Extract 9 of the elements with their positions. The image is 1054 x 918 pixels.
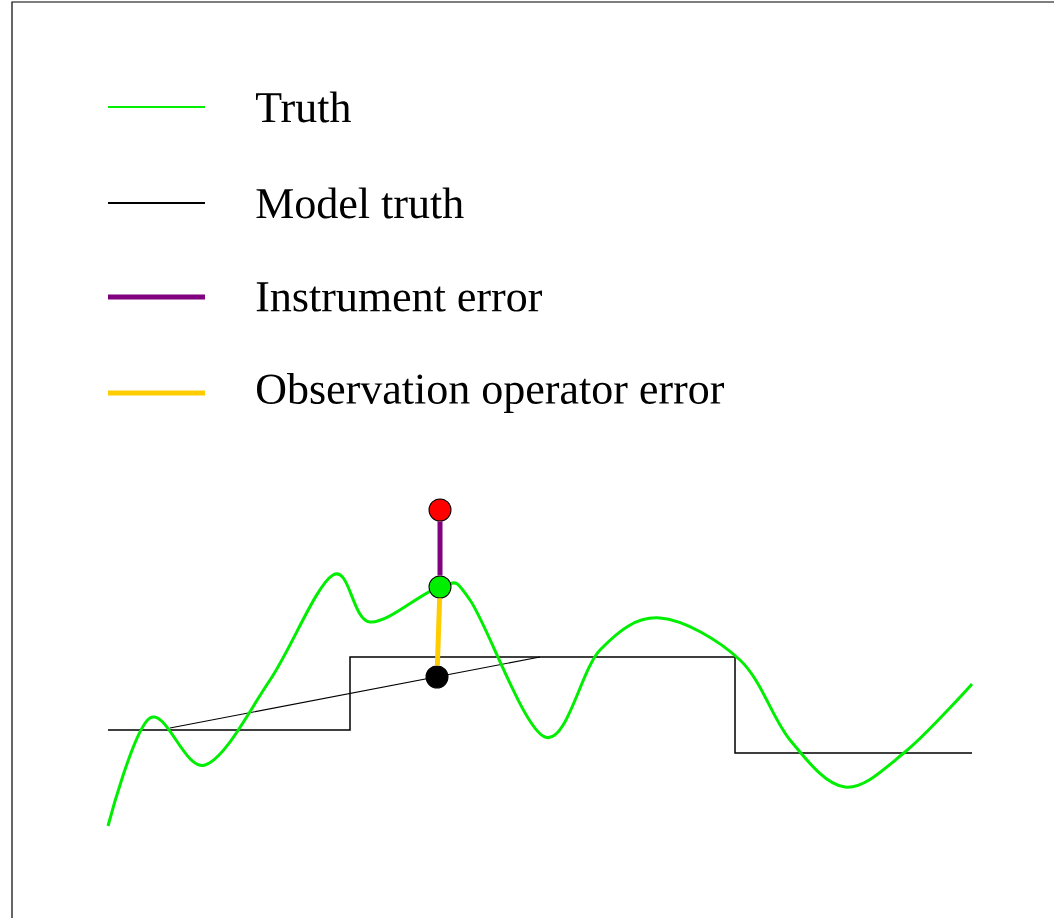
error-bar — [437, 521, 443, 576]
point-marker — [428, 498, 452, 522]
point-marker — [425, 665, 449, 689]
error-bar — [434, 598, 443, 666]
legend-text: Truth — [256, 91, 351, 123]
legend-text: Instrument error — [256, 282, 542, 312]
point-marker — [428, 575, 452, 599]
legend-text: Model truth — [256, 187, 464, 219]
legend-text: Observation operator error — [257, 373, 724, 413]
